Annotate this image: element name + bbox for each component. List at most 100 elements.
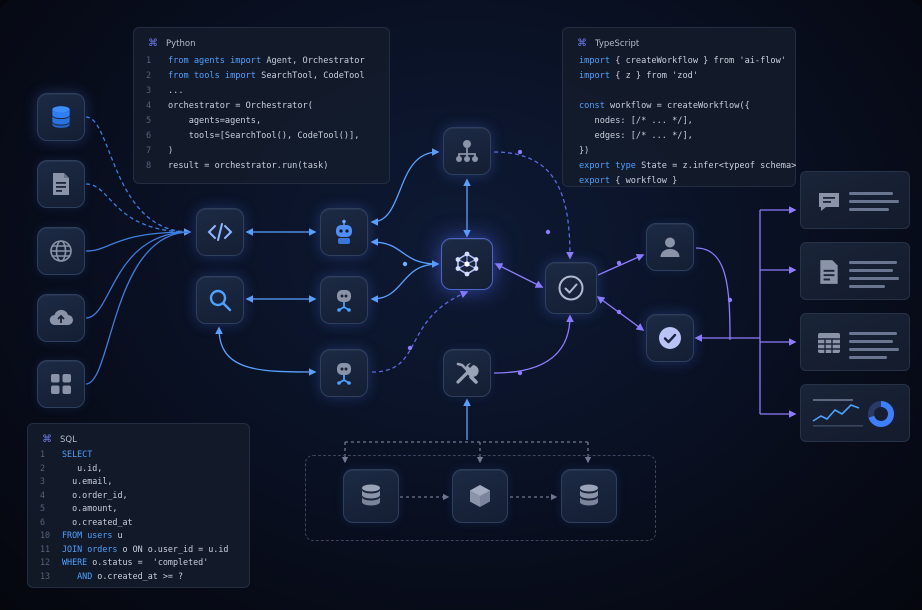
check-circle-icon [558, 275, 584, 301]
typescript-code-panel: ⌘ TypeScript import { createWorkflow } f… [562, 27, 796, 187]
code-line: 3... [146, 84, 365, 99]
agent-node-1[interactable] [320, 208, 368, 256]
approval-node[interactable] [646, 314, 694, 362]
code-text: u.email, [62, 476, 113, 486]
report-document-icon [820, 260, 838, 284]
code-line: 7) [146, 144, 365, 159]
code-line: export type State = z.infer<typeof schem… [579, 159, 796, 174]
code-file-icon: ⌘ [148, 38, 158, 49]
robot-icon [336, 219, 352, 244]
globe-icon [50, 240, 72, 262]
analytics-chart-icon [812, 399, 863, 427]
line-number: 11 [40, 543, 51, 554]
code-line: nodes: [/* ... */], [579, 114, 796, 129]
code-text: result = orchestrator.run(task) [168, 161, 329, 171]
output-table-card[interactable] [800, 313, 910, 371]
database-icon [362, 484, 380, 506]
human-review-node[interactable] [646, 223, 694, 271]
source-database-node[interactable] [37, 93, 85, 141]
code-file-icon: ⌘ [577, 38, 587, 49]
document-icon [53, 173, 69, 195]
code-keyword: const [579, 101, 611, 111]
agent-node-3[interactable] [320, 349, 368, 397]
code-line: 13 AND o.created_at >= ? [40, 570, 228, 584]
storage-database-node-2[interactable] [561, 469, 617, 523]
line-number: 7 [146, 146, 152, 156]
code-text: State = z.infer<typeof schema> [641, 161, 797, 171]
code-text: agents=agents, [168, 116, 262, 126]
code-line: edges: [/* ... */], [579, 129, 796, 144]
source-apps-node[interactable] [37, 360, 85, 408]
line-number: 5 [40, 503, 46, 513]
line-number: 3 [146, 86, 152, 96]
code-file-icon: ⌘ [42, 434, 52, 445]
wrench-screwdriver-icon [456, 362, 479, 384]
storage-group [305, 455, 656, 541]
storage-object-node[interactable] [452, 469, 508, 523]
output-report-card[interactable] [800, 242, 910, 300]
code-line: 5 o.amount, [40, 502, 228, 516]
validation-node[interactable] [545, 262, 597, 314]
source-web-node[interactable] [37, 227, 85, 275]
code-text: { z } from 'zod' [615, 71, 699, 81]
code-keyword: export type [579, 161, 642, 171]
cube-icon [470, 485, 490, 507]
sql-panel-header: ⌘ SQL [42, 434, 77, 445]
line-number: 6 [146, 131, 152, 141]
source-document-node[interactable] [37, 160, 85, 208]
code-line: import { z } from 'zod' [579, 69, 796, 84]
line-number: 2 [40, 462, 46, 473]
code-keyword: from [168, 71, 194, 81]
storage-database-node-1[interactable] [343, 469, 399, 523]
line-number: 4 [40, 489, 46, 500]
code-keyword: tools [193, 71, 225, 81]
code-text: edges: [/* ... */], [579, 131, 693, 141]
code-text: nodes: [/* ... */], [579, 116, 693, 126]
code-text: }) [579, 146, 590, 156]
orchestrator-node[interactable] [443, 127, 491, 175]
python-panel-header: ⌘ Python [148, 38, 195, 49]
code-line: const workflow = createWorkflow({ [579, 99, 796, 114]
line-number: 10 [40, 530, 51, 540]
agent-node-2[interactable] [320, 276, 368, 324]
code-keyword: import [224, 71, 262, 81]
output-chat-card[interactable] [800, 171, 910, 229]
typescript-panel-header: ⌘ TypeScript [577, 38, 639, 49]
code-text: SearchTool, CodeTool [261, 71, 365, 81]
code-tool-node[interactable] [196, 208, 244, 256]
code-keyword: FROM [62, 530, 88, 540]
code-text: workflow = createWorkflow({ [610, 101, 750, 111]
code-keyword: import [579, 71, 616, 81]
source-upload-node[interactable] [37, 294, 85, 342]
line-number: 4 [146, 101, 152, 111]
tools-node[interactable] [443, 349, 491, 397]
line-number: 6 [40, 516, 46, 527]
apps-grid-icon [51, 374, 71, 394]
code-keyword: import [579, 56, 616, 66]
search-tool-node[interactable] [196, 276, 244, 324]
line-number: 3 [40, 476, 46, 486]
code-line: 3 u.email, [40, 475, 228, 489]
code-keyword: WHERE [62, 557, 93, 567]
code-keyword: export [579, 176, 616, 186]
line-number: 1 [146, 56, 152, 66]
code-line: export { workflow } [579, 174, 796, 189]
code-keyword: SELECT [62, 449, 93, 459]
database-icon [580, 484, 598, 506]
python-panel-title: Python [166, 38, 196, 49]
central-hub-node[interactable] [441, 238, 493, 290]
output-analytics-card[interactable] [800, 384, 910, 442]
database-icon [52, 106, 70, 128]
cloud-upload-icon [49, 309, 73, 326]
network-hub-icon [455, 251, 479, 277]
line-number: 13 [40, 570, 51, 581]
code-text: o.order_id, [62, 489, 128, 500]
